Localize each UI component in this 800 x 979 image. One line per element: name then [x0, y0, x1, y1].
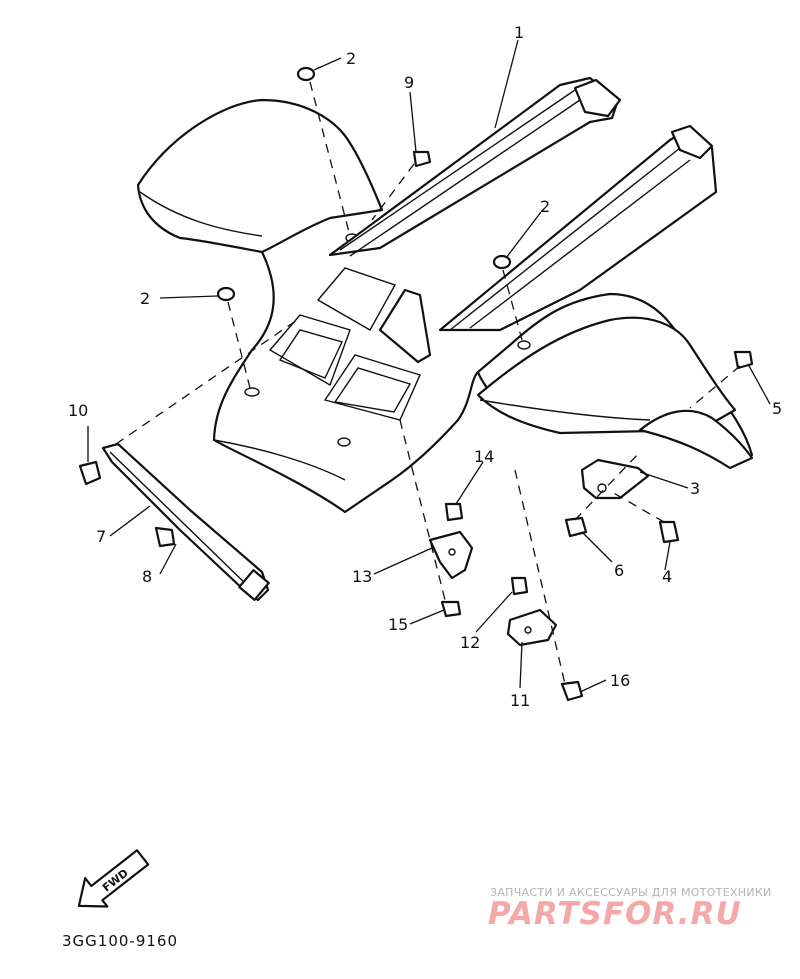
drawing-code: 3GG100-9160	[62, 932, 178, 950]
bracket-part-13	[428, 530, 474, 580]
callout-12: 12	[460, 633, 480, 652]
watermark-brand: PARTSFOR.RU	[488, 896, 742, 932]
callout-9: 9	[404, 73, 414, 92]
side-rail-part-1	[328, 76, 718, 332]
bracket-part-11	[506, 608, 558, 647]
callout-7: 7	[96, 527, 106, 546]
callout-5: 5	[772, 399, 782, 418]
callout-6: 6	[614, 561, 624, 580]
fasteners	[78, 66, 754, 702]
clip-plate-part-3	[580, 458, 650, 500]
assembly-lines	[115, 81, 741, 685]
fwd-arrow-icon: FWD	[77, 849, 150, 908]
stay-bracket-part-7	[101, 442, 270, 602]
callout-15: 15	[388, 615, 408, 634]
leader-lines	[87, 39, 771, 693]
callout-1: 1	[514, 23, 524, 42]
callout-4: 4	[662, 567, 672, 586]
callout-8: 8	[142, 567, 152, 586]
front-fender	[136, 98, 754, 514]
callout-10: 10	[68, 401, 88, 420]
callout-13: 13	[352, 567, 372, 586]
callout-11: 11	[510, 691, 530, 710]
callout-14: 14	[474, 447, 494, 466]
callout-2-top: 2	[346, 49, 356, 68]
watermark-tagline: ЗАПЧАСТИ И АКСЕССУАРЫ ДЛЯ МОТОТЕХНИКИ	[490, 886, 772, 899]
callout-2-left: 2	[140, 289, 150, 308]
callout-labels: 1 2 2 2 3 4 5 6 7 8 9 10 11 12 13 14 15 …	[68, 23, 782, 710]
callout-3: 3	[690, 479, 700, 498]
callout-16: 16	[610, 671, 630, 690]
callout-2-right: 2	[540, 197, 550, 216]
